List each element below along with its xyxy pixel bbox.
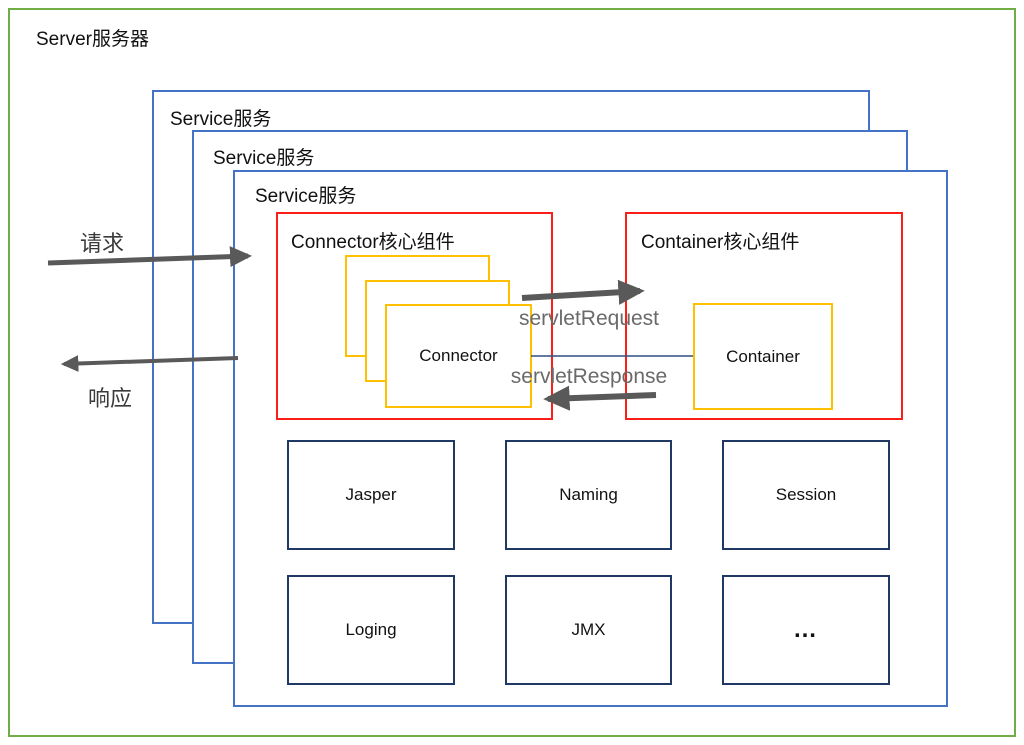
- connector-core-title: Connector核心组件: [291, 232, 455, 253]
- server-title: Server服务器: [36, 29, 149, 50]
- component-label: Loging: [345, 620, 397, 639]
- component-box-more: …: [722, 575, 890, 685]
- container-box: Container: [693, 303, 833, 410]
- container-core-title: Container核心组件: [641, 232, 800, 253]
- server-frame: [8, 8, 1016, 737]
- service-label-middle: Service服务: [213, 148, 315, 169]
- ellipsis-label: …: [793, 616, 819, 643]
- service-label-front: Service服务: [255, 186, 357, 207]
- container-box-label: Container: [726, 346, 800, 366]
- component-box-session: Session: [722, 440, 890, 550]
- component-label: JMX: [571, 620, 606, 639]
- component-label: Naming: [559, 485, 618, 504]
- component-box-naming: Naming: [505, 440, 672, 550]
- component-label: Session: [775, 485, 837, 504]
- component-label: Jasper: [345, 485, 397, 504]
- servlet-request-label: servletRequest: [518, 307, 660, 330]
- service-label-back: Service服务: [170, 109, 272, 130]
- component-box-jasper: Jasper: [287, 440, 455, 550]
- component-box-jmx: JMX: [505, 575, 672, 685]
- connector-box: Connector: [385, 304, 532, 408]
- request-label: 请求: [80, 231, 125, 256]
- servlet-response-label: servletResponse: [510, 365, 668, 388]
- connector-box-label: Connector: [419, 346, 498, 365]
- response-label: 响应: [88, 386, 133, 411]
- component-box-loging: Loging: [287, 575, 455, 685]
